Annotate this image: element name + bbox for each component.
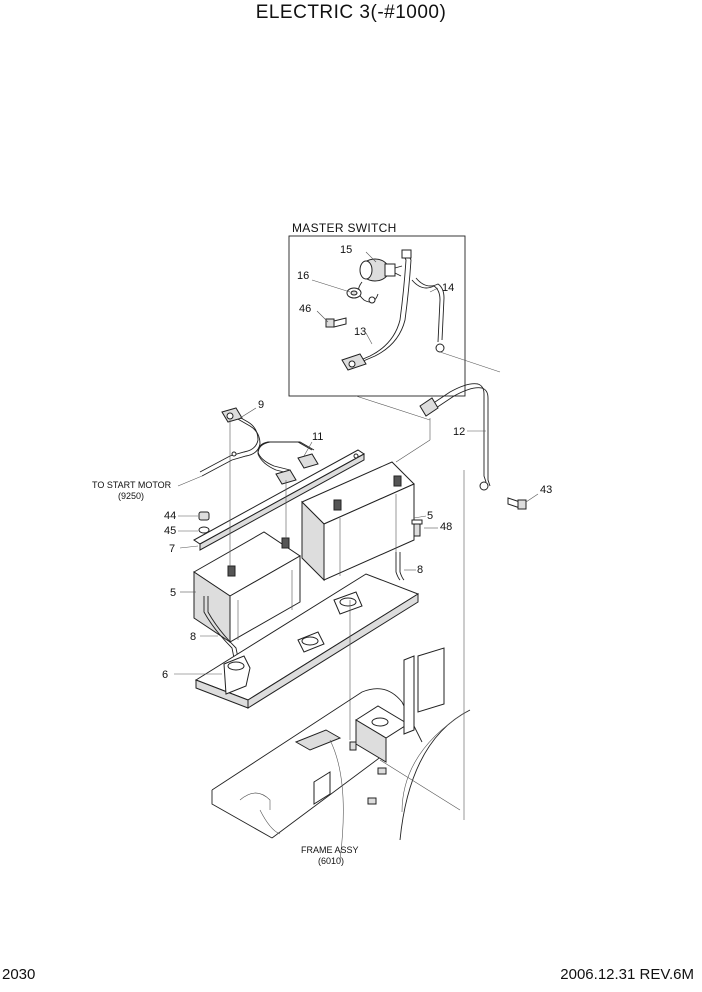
- callout-8-front: 8: [190, 631, 196, 643]
- hold-down-bar: [193, 449, 365, 551]
- master-switch-part: [358, 258, 403, 304]
- frame-assembly: [211, 647, 471, 861]
- cable-11: [257, 441, 319, 485]
- battery-tray: [194, 573, 420, 709]
- bolt-part-43: [507, 497, 527, 510]
- callout-12: 12: [453, 426, 465, 438]
- washer-part-45: [198, 526, 210, 534]
- callout-5-front: 5: [170, 587, 176, 599]
- callout-11: 11: [312, 431, 323, 443]
- page-number: 2030: [2, 966, 36, 983]
- callout-14: 14: [442, 282, 454, 294]
- cable-12: [419, 383, 491, 491]
- nut-part-44: [198, 511, 210, 521]
- start-motor-label: TO START MOTOR: [92, 480, 172, 490]
- bolt-part-46: [325, 317, 347, 328]
- callout-9: 9: [258, 399, 264, 411]
- callout-8-rear: 8: [417, 564, 423, 576]
- washer-part: [346, 287, 362, 299]
- callout-6: 6: [162, 669, 168, 681]
- callout-48: 48: [440, 521, 452, 533]
- callout-43: 43: [540, 484, 552, 496]
- callout-5-rear: 5: [427, 510, 433, 522]
- cable-13: [355, 255, 407, 363]
- callout-15: 15: [340, 244, 352, 256]
- callout-44: 44: [164, 510, 176, 522]
- callout-7: 7: [169, 543, 175, 555]
- cable-9: [199, 407, 261, 477]
- terminal-bolt-48: [411, 519, 423, 537]
- master-switch-box: MASTER SWITCH: [288, 221, 466, 397]
- page-title: ELECTRIC 3(-#1000): [255, 2, 447, 23]
- battery-rear: [301, 461, 415, 582]
- start-motor-ref: (9250): [118, 491, 144, 501]
- cable-14: [411, 279, 441, 343]
- callout-13: 13: [354, 326, 366, 338]
- callout-45: 45: [164, 525, 176, 537]
- revision-label: 2006.12.31 REV.6M: [560, 966, 694, 983]
- ground-strap-front: [203, 596, 241, 669]
- master-switch-label: MASTER SWITCH: [292, 221, 397, 235]
- battery-front: [193, 531, 301, 643]
- callout-46: 46: [299, 303, 311, 315]
- ground-strap-rear: [395, 552, 405, 581]
- callout-16: 16: [297, 270, 309, 282]
- frame-assy-ref: (6010): [318, 856, 344, 866]
- frame-assy-label: FRAME ASSY: [301, 845, 359, 855]
